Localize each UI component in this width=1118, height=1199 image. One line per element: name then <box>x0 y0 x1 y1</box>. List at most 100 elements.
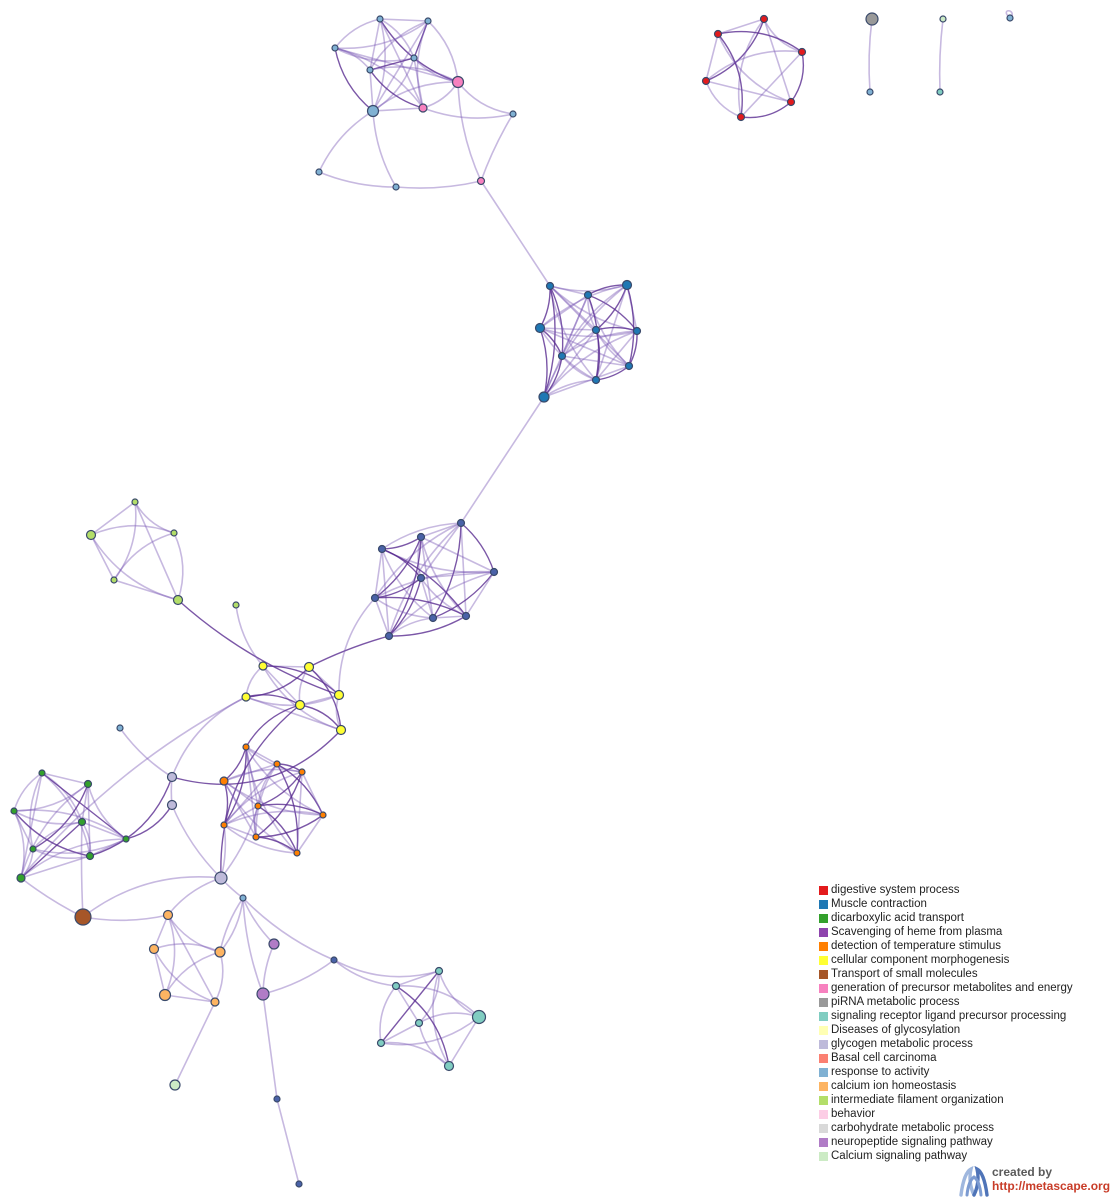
network-node[interactable] <box>534 322 546 334</box>
network-node[interactable] <box>122 835 130 843</box>
network-node[interactable] <box>434 966 444 976</box>
network-node[interactable] <box>158 988 172 1002</box>
network-node[interactable] <box>370 593 380 603</box>
network-node[interactable] <box>443 1060 455 1072</box>
network-node[interactable] <box>392 183 400 191</box>
network-node[interactable] <box>591 375 601 385</box>
brand-url-link[interactable]: http://metascape.org <box>992 1179 1111 1193</box>
network-node[interactable] <box>258 661 268 671</box>
network-node[interactable] <box>298 768 306 776</box>
network-node[interactable] <box>131 498 139 506</box>
network-node[interactable] <box>377 544 387 554</box>
network-node[interactable] <box>424 17 432 25</box>
network-node[interactable] <box>865 12 879 26</box>
network-node[interactable] <box>416 573 426 583</box>
network-node[interactable] <box>166 799 178 811</box>
network-node[interactable] <box>489 567 499 577</box>
network-node[interactable] <box>632 326 642 336</box>
network-node[interactable] <box>29 845 37 853</box>
network-node[interactable] <box>254 802 262 810</box>
network-node[interactable] <box>242 743 250 751</box>
network-node[interactable] <box>414 1018 424 1028</box>
network-node[interactable] <box>736 112 746 122</box>
network-node[interactable] <box>315 168 323 176</box>
network-node[interactable] <box>621 279 633 291</box>
network-node[interactable] <box>471 1009 487 1025</box>
network-node[interactable] <box>252 833 260 841</box>
network-node[interactable] <box>214 871 228 885</box>
network-node[interactable] <box>273 1095 281 1103</box>
network-node[interactable] <box>410 54 418 62</box>
network-node[interactable] <box>591 325 601 335</box>
network-node[interactable] <box>509 110 517 118</box>
network-edge <box>82 876 222 918</box>
network-node[interactable] <box>545 281 555 291</box>
network-node[interactable] <box>166 771 178 783</box>
network-node[interactable] <box>333 689 345 701</box>
network-node[interactable] <box>16 873 26 883</box>
network-node[interactable] <box>476 176 486 186</box>
network-node[interactable] <box>172 594 184 606</box>
network-node[interactable] <box>335 724 347 736</box>
network-node[interactable] <box>759 14 769 24</box>
network-node[interactable] <box>232 601 240 609</box>
legend-label: Transport of small molecules <box>831 968 978 980</box>
network-node[interactable] <box>38 769 46 777</box>
network-node[interactable] <box>74 908 92 926</box>
network-node[interactable] <box>936 88 944 96</box>
network-node[interactable] <box>797 47 807 57</box>
network-node[interactable] <box>256 987 270 1001</box>
network-node[interactable] <box>241 692 251 702</box>
network-node[interactable] <box>10 807 18 815</box>
network-node[interactable] <box>583 290 593 300</box>
network-node[interactable] <box>786 97 796 107</box>
network-node[interactable] <box>428 613 438 623</box>
network-node[interactable] <box>148 943 160 955</box>
network-node[interactable] <box>376 15 384 23</box>
network-node[interactable] <box>210 997 220 1007</box>
network-edge <box>561 284 628 357</box>
network-node[interactable] <box>303 661 315 673</box>
network-node[interactable] <box>418 103 428 113</box>
network-node[interactable] <box>294 699 306 711</box>
network-node[interactable] <box>331 44 339 52</box>
network-node[interactable] <box>170 529 178 537</box>
network-edge <box>717 33 743 118</box>
network-node[interactable] <box>162 909 174 921</box>
network-node[interactable] <box>451 75 465 89</box>
network-node[interactable] <box>239 894 247 902</box>
network-node[interactable] <box>85 529 97 541</box>
network-node[interactable] <box>366 66 374 74</box>
network-node[interactable] <box>83 779 93 789</box>
network-node[interactable] <box>713 29 723 39</box>
network-node[interactable] <box>293 849 301 857</box>
network-node[interactable] <box>701 76 711 86</box>
network-node[interactable] <box>624 361 634 371</box>
network-node[interactable] <box>391 981 401 991</box>
network-node[interactable] <box>866 88 874 96</box>
network-node[interactable] <box>538 391 550 403</box>
network-node[interactable] <box>219 776 229 786</box>
network-node[interactable] <box>416 532 426 542</box>
network-node[interactable] <box>116 724 124 732</box>
network-node[interactable] <box>366 104 380 118</box>
network-node[interactable] <box>319 811 327 819</box>
metascape-brand[interactable]: created by http://metascape.org <box>958 1165 1116 1197</box>
network-node[interactable] <box>557 351 567 361</box>
network-node[interactable] <box>214 946 226 958</box>
network-node[interactable] <box>376 1038 386 1048</box>
network-node[interactable] <box>268 938 280 950</box>
network-node[interactable] <box>384 631 394 641</box>
network-node[interactable] <box>85 851 95 861</box>
network-node[interactable] <box>220 821 228 829</box>
network-node[interactable] <box>330 956 338 964</box>
network-node[interactable] <box>939 15 947 23</box>
network-node[interactable] <box>110 576 118 584</box>
network-node[interactable] <box>273 760 281 768</box>
network-node[interactable] <box>461 611 471 621</box>
network-node[interactable] <box>169 1079 181 1091</box>
network-node[interactable] <box>295 1180 303 1188</box>
network-node[interactable] <box>1006 14 1014 22</box>
network-node[interactable] <box>77 817 87 827</box>
network-node[interactable] <box>456 518 466 528</box>
